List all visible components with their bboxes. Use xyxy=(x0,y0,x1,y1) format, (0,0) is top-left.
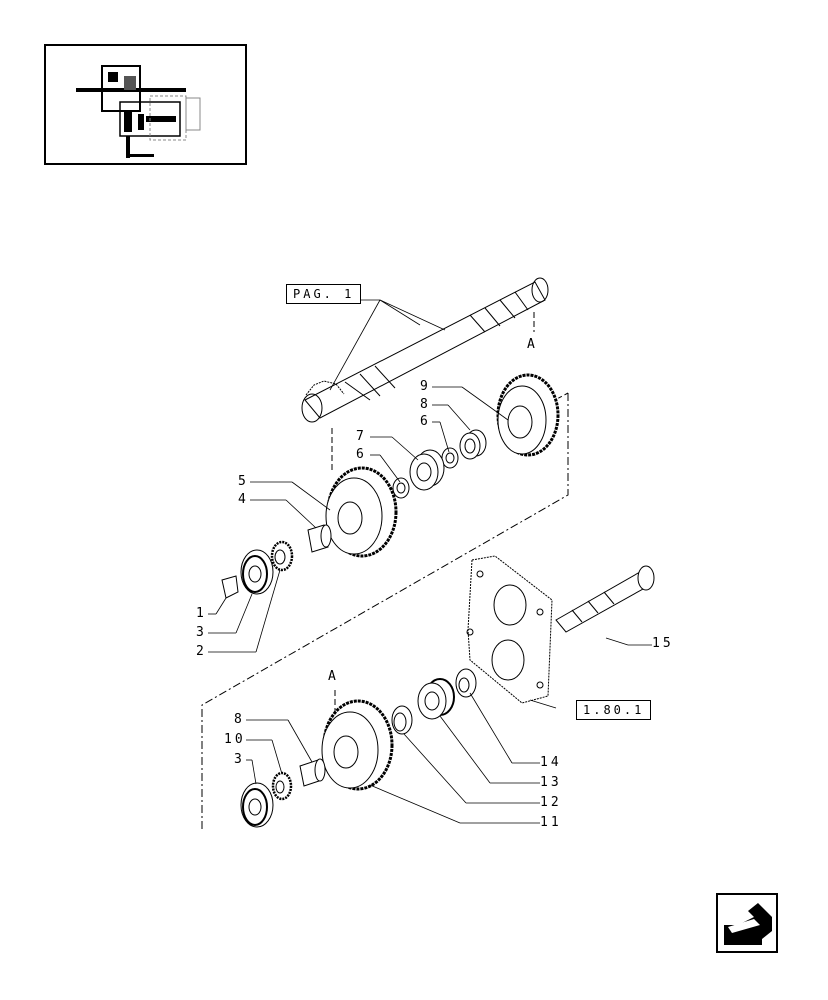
plug-1 xyxy=(221,575,239,599)
leader-lines xyxy=(208,299,652,824)
bearing-8 xyxy=(459,429,487,460)
bearing-13 xyxy=(417,678,455,720)
callout-14: 14 xyxy=(540,755,562,770)
output-shaft-15 xyxy=(555,565,655,633)
callout-4: 4 xyxy=(238,492,249,507)
callout-13: 13 xyxy=(540,775,562,790)
callout-10: 10 xyxy=(224,732,246,747)
bushing-12 xyxy=(391,705,413,735)
callout-2: 2 xyxy=(196,644,207,659)
assembly-thumbnail-icon xyxy=(76,65,201,158)
marker-a-upper: A xyxy=(527,337,538,352)
assembly-thumbnail xyxy=(44,44,247,165)
callout-8: 8 xyxy=(420,397,431,412)
housing-plate xyxy=(466,555,553,704)
callout-5: 5 xyxy=(238,474,249,489)
bushing-4 xyxy=(307,524,332,553)
callout-11: 11 xyxy=(540,815,562,830)
callout-1: 1 xyxy=(196,606,207,621)
callout-9: 9 xyxy=(420,379,431,394)
hub-2 xyxy=(270,540,294,572)
main-shaft xyxy=(301,277,549,423)
marker-a-lower: A xyxy=(328,669,339,684)
back-navigation-button[interactable] xyxy=(716,893,778,953)
page-ref-box[interactable]: PAG. 1 xyxy=(286,284,362,304)
callout-6: 6 xyxy=(420,414,431,429)
bushing-8b xyxy=(299,758,326,787)
callout-12: 12 xyxy=(540,795,562,810)
section-ref-box[interactable]: 1.80.1 xyxy=(576,700,652,720)
callout-7: 7 xyxy=(356,429,367,444)
sleeve-3b xyxy=(240,782,274,828)
gear-11 xyxy=(321,699,394,791)
callout-15: 15 xyxy=(652,636,674,651)
back-arrow-icon xyxy=(724,903,772,945)
gear-5 xyxy=(325,466,398,558)
washer-6 xyxy=(441,447,459,469)
bearing-7 xyxy=(409,449,445,491)
sleeve-3 xyxy=(240,549,274,595)
callout-3: 3 xyxy=(196,625,207,640)
hub-10 xyxy=(271,771,293,801)
callout-6b: 6 xyxy=(356,447,367,462)
callout-3b: 3 xyxy=(234,752,245,767)
gear-9 xyxy=(496,373,560,457)
callout-8b: 8 xyxy=(234,712,245,727)
washer-6b xyxy=(392,477,410,499)
bearing-14 xyxy=(455,668,477,698)
